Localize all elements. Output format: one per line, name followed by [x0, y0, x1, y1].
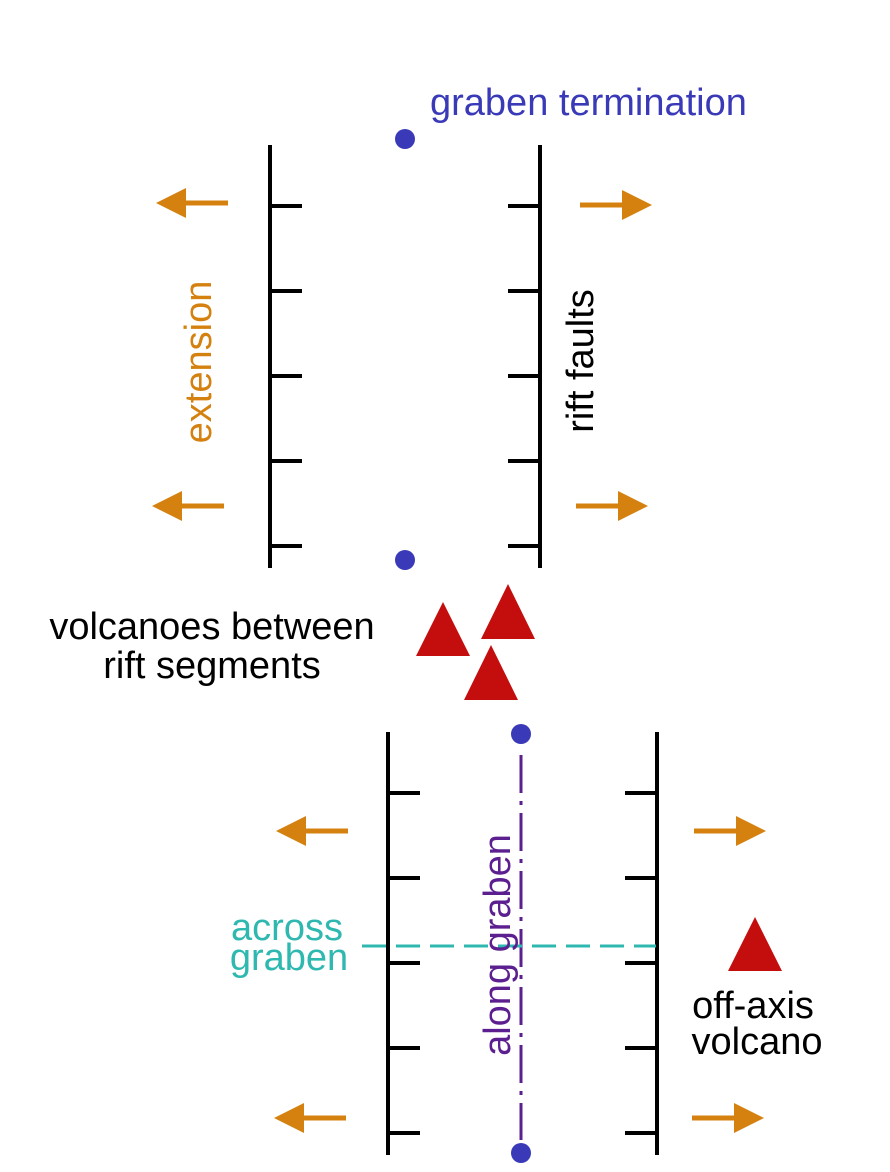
upper-left-fault — [268, 145, 302, 568]
arrow-icon — [276, 816, 348, 846]
lower-extension-arrows — [274, 816, 766, 1133]
arrow-icon — [156, 188, 228, 218]
upper-extension-arrows — [152, 188, 652, 521]
termination-dot-icon — [511, 724, 531, 744]
lower-rift-segment — [274, 724, 782, 1163]
across-graben-label-line1: across — [231, 907, 343, 949]
upper-rift-segment — [152, 129, 652, 570]
volcano-icon — [481, 584, 535, 639]
volcano-icon — [728, 917, 782, 971]
along-graben-label: along graben — [477, 834, 519, 1056]
arrow-icon — [580, 190, 652, 220]
termination-dot-icon — [395, 129, 415, 149]
across-graben-label-line2: graben — [230, 937, 348, 979]
lower-right-fault — [625, 732, 659, 1155]
off-axis-volcano-label-line2: volcano — [692, 1021, 823, 1063]
volcano-icon — [416, 602, 470, 656]
volcanoes-between-group — [416, 584, 535, 700]
upper-right-fault — [508, 145, 542, 568]
arrow-icon — [692, 1103, 764, 1133]
arrow-icon — [576, 491, 648, 521]
volcano-icon — [464, 645, 518, 700]
arrow-icon — [694, 816, 766, 846]
arrow-icon — [274, 1103, 346, 1133]
arrow-icon — [152, 491, 224, 521]
graben-termination-label: graben termination — [430, 82, 747, 124]
off-axis-volcano-label-line1: off-axis — [692, 985, 814, 1027]
termination-dot-icon — [395, 550, 415, 570]
termination-dot-icon — [511, 1143, 531, 1163]
lower-left-fault — [386, 732, 420, 1155]
rift-faults-label: rift faults — [560, 289, 602, 433]
extension-label: extension — [178, 281, 220, 444]
volcanoes-between-label-line2: rift segments — [103, 645, 321, 687]
volcanoes-between-label-line1: volcanoes between — [49, 606, 374, 648]
